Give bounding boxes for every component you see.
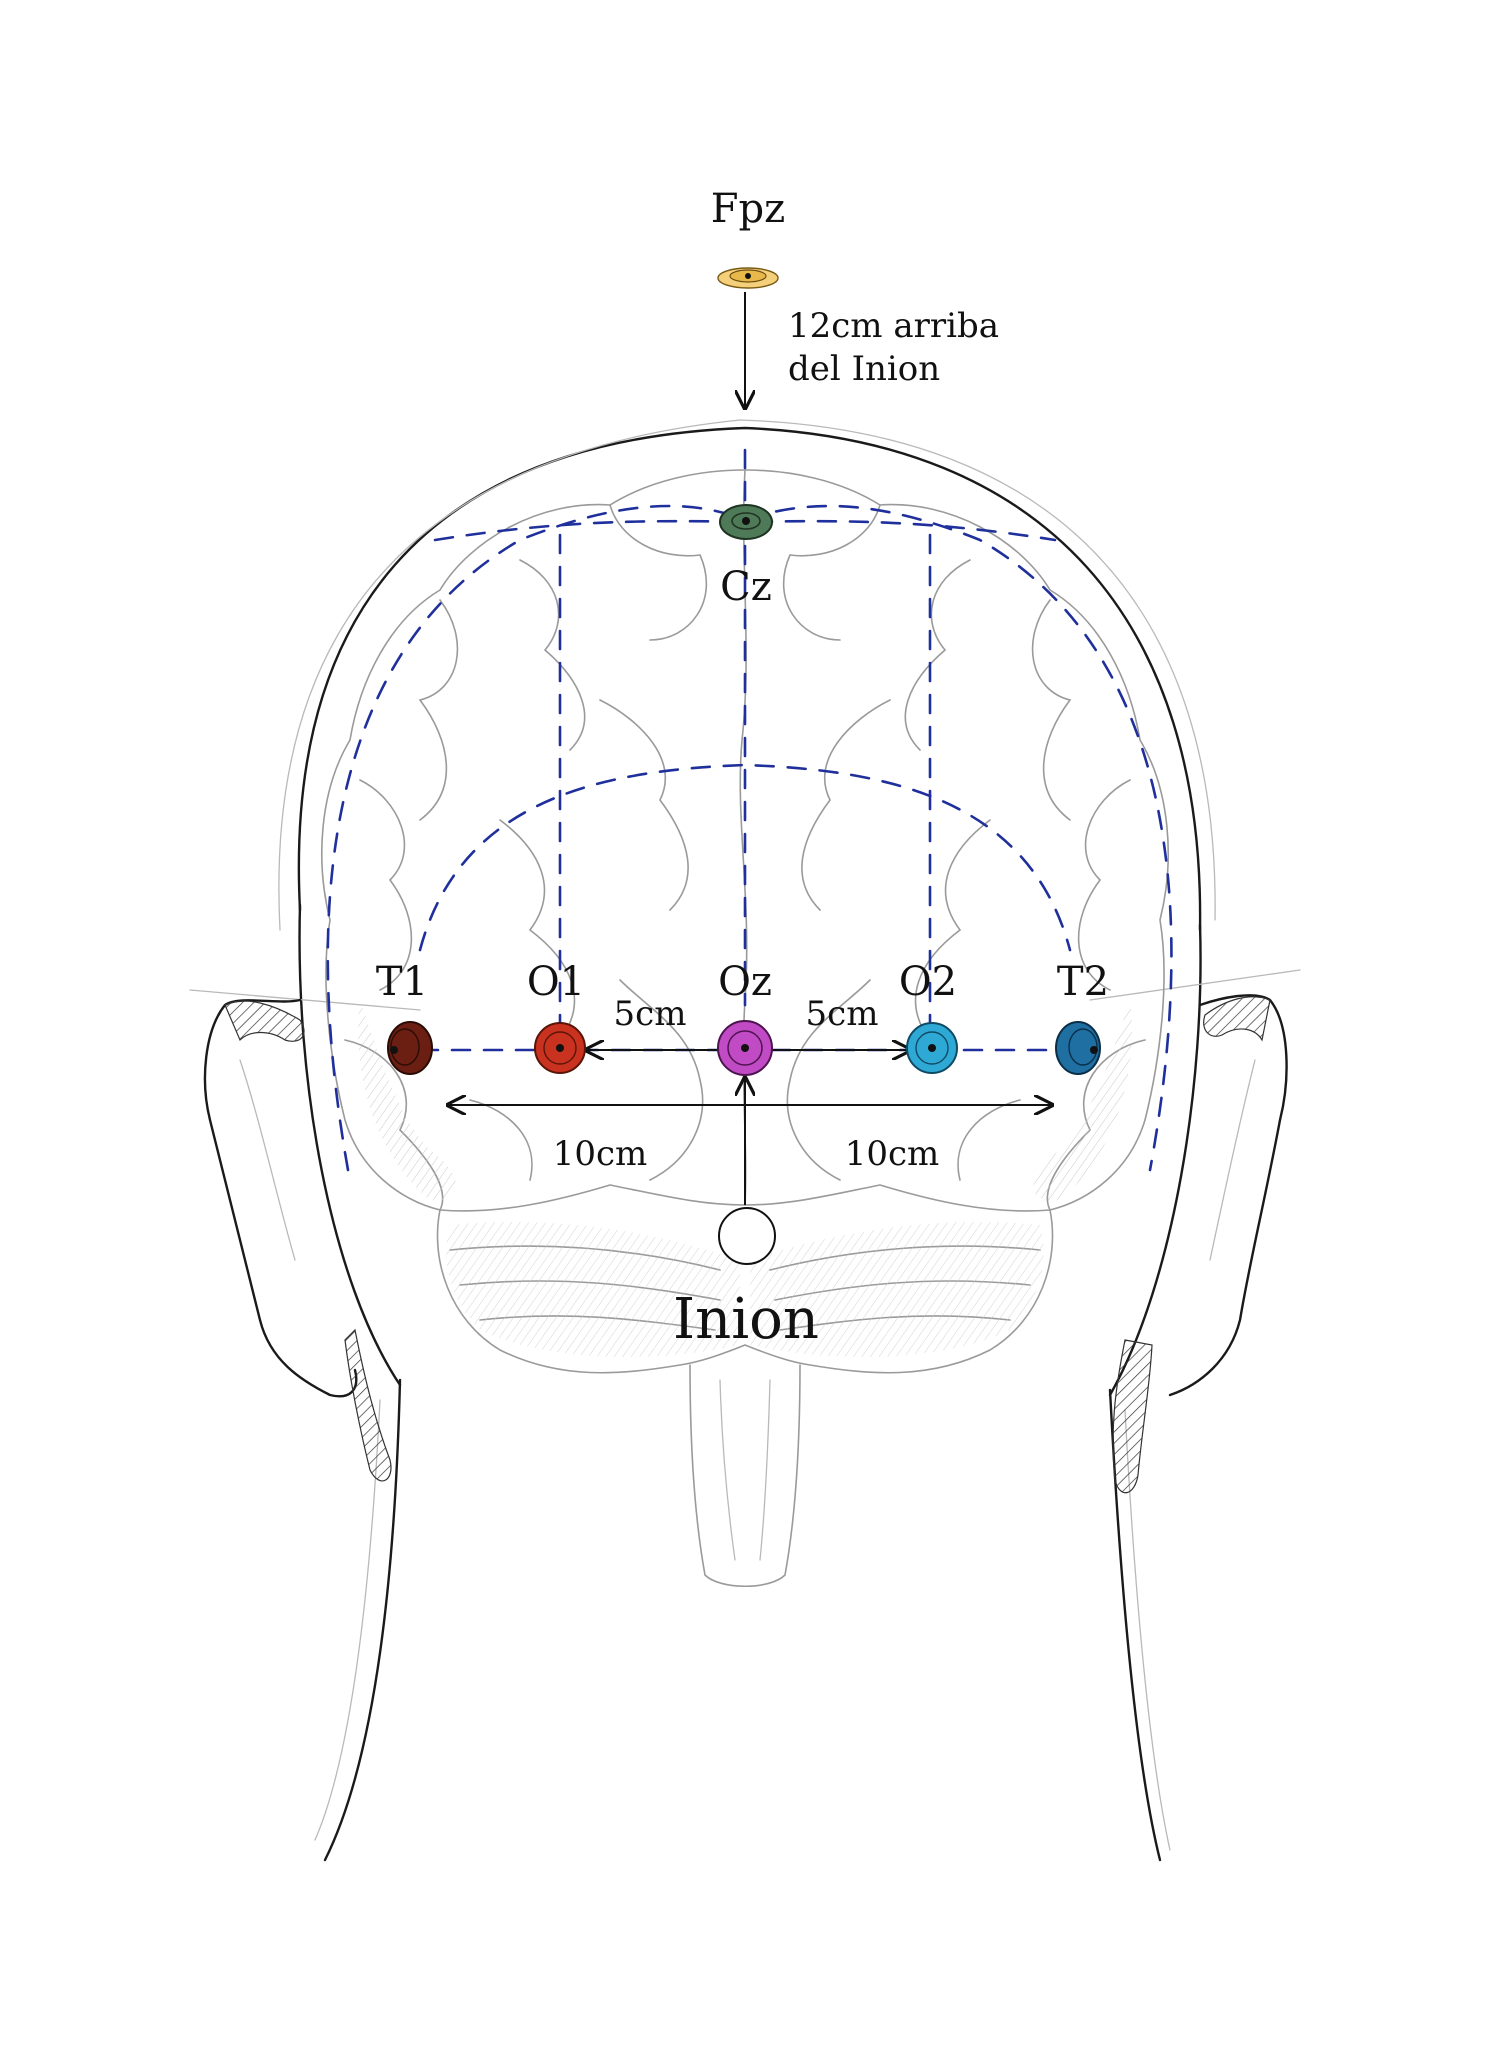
- t1-label: T1: [376, 959, 428, 1005]
- oz-label: Oz: [718, 959, 772, 1005]
- fpz-note-line1: 12cm arriba: [788, 306, 999, 346]
- fpz-note-line2: del Inion: [788, 349, 940, 389]
- electrode-fpz[interactable]: [717, 267, 779, 289]
- left-ear: [203, 998, 392, 1482]
- electrode-t1[interactable]: [387, 1021, 433, 1075]
- dimension-lines: [448, 292, 1052, 1205]
- dist-o1-oz-label: 5cm: [614, 994, 687, 1034]
- dist-left-label: 10cm: [553, 1134, 648, 1174]
- dist-right-label: 10cm: [845, 1134, 940, 1174]
- right-ear: [1112, 994, 1288, 1494]
- o1-label: O1: [527, 959, 585, 1005]
- electrode-t2[interactable]: [1055, 1021, 1101, 1075]
- t2-label: T2: [1057, 959, 1109, 1005]
- inion-marker: [718, 1207, 776, 1265]
- o2-label: O2: [899, 959, 957, 1005]
- inion-label: Inion: [673, 1287, 819, 1352]
- electrode-oz[interactable]: [717, 1020, 773, 1076]
- electrode-cz[interactable]: [719, 504, 773, 540]
- cz-label: Cz: [720, 564, 772, 610]
- electrode-o1[interactable]: [534, 1022, 586, 1074]
- electrode-o2[interactable]: [906, 1022, 958, 1074]
- dist-oz-o2-label: 5cm: [806, 994, 879, 1034]
- brain-illustration: [321, 469, 1169, 1588]
- fpz-label: Fpz: [711, 186, 785, 232]
